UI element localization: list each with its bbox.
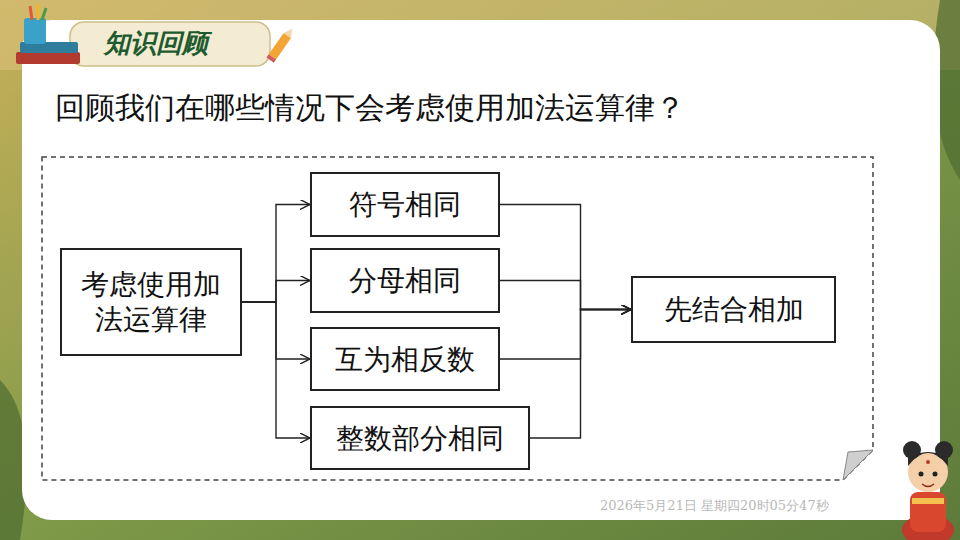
dashed-frame xyxy=(42,157,873,480)
box-text: 符号相同 xyxy=(349,187,461,222)
watermark: 2026年5月21日 星期四20时05分47秒 xyxy=(600,497,829,515)
header-tab xyxy=(70,22,270,66)
condition-box: 符号相同 xyxy=(310,172,500,237)
box-text: 考虑使用加法运算律 xyxy=(72,267,230,337)
box-text: 先结合相加 xyxy=(664,292,804,327)
connector-arrow xyxy=(242,302,310,359)
character-figure xyxy=(902,441,954,540)
connector-arrow xyxy=(500,281,631,310)
connector-arrow xyxy=(242,281,310,303)
pencil-icon xyxy=(266,26,295,62)
result-box: 先结合相加 xyxy=(631,276,836,343)
connector-arrow xyxy=(500,310,631,360)
folded-corner xyxy=(843,450,873,480)
connector-arrow xyxy=(242,205,310,303)
connector-arrow xyxy=(242,302,310,438)
slide-title: 回顾我们在哪些情况下会考虑使用加法运算律？ xyxy=(55,88,685,129)
condition-box: 互为相反数 xyxy=(310,327,500,391)
condition-box: 分母相同 xyxy=(310,248,500,313)
condition-box: 整数部分相同 xyxy=(310,406,530,470)
connector-arrow xyxy=(500,205,631,310)
content-panel xyxy=(22,20,940,520)
header-label: 知识回顾 xyxy=(104,26,208,61)
start-box: 考虑使用加法运算律 xyxy=(60,248,242,356)
connector-arrow xyxy=(530,310,631,439)
books-icon xyxy=(16,4,80,64)
box-text: 分母相同 xyxy=(349,263,461,298)
box-text: 互为相反数 xyxy=(335,342,475,377)
box-text: 整数部分相同 xyxy=(336,421,504,456)
